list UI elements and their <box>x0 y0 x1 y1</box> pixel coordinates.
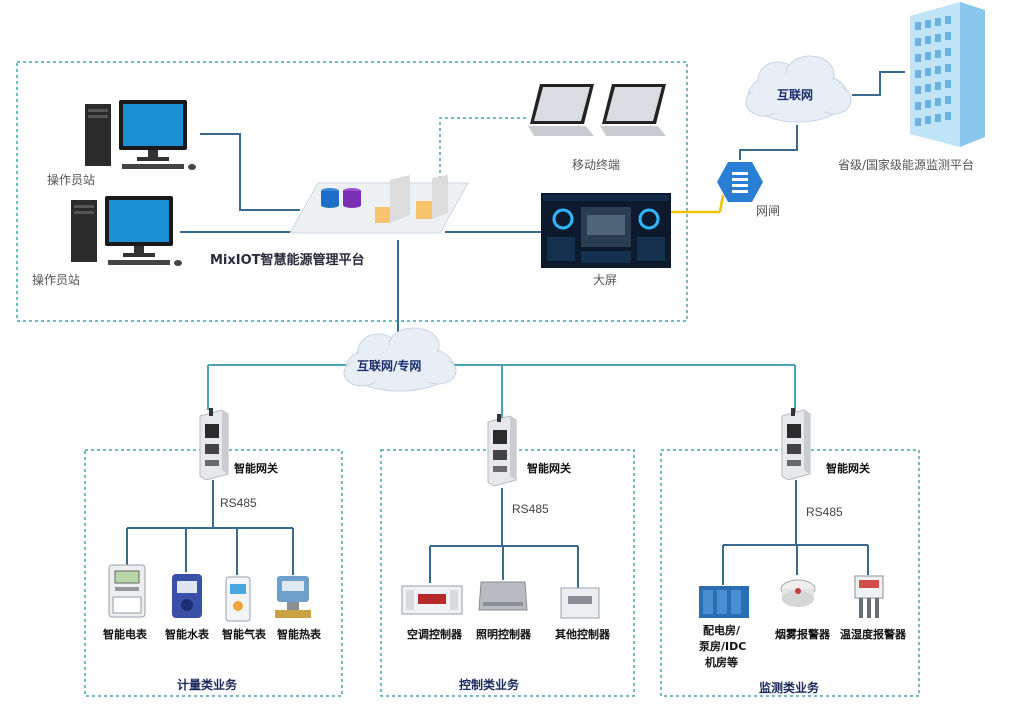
temp-humidity-alarm-icon <box>854 575 884 618</box>
electric-meter-icon <box>108 564 146 618</box>
machine-room-icon <box>699 586 749 618</box>
category-metering: 计量类业务 <box>177 678 238 692</box>
workstation-icon <box>71 196 182 266</box>
laptop-icon <box>528 84 594 136</box>
gateway-label-1: 智能网关 <box>234 462 278 475</box>
device-label-machine-room-3: 机房等 <box>705 656 738 669</box>
water-meter-icon <box>172 574 202 618</box>
laptop-icon <box>600 84 666 136</box>
network-cloud-icon <box>343 327 457 392</box>
smart-gateway-icon <box>487 414 517 486</box>
device-label-other-controller: 其他控制器 <box>555 628 610 641</box>
platform-servers-icon <box>290 175 469 234</box>
ac-controller-icon <box>401 585 463 615</box>
security-gateway-icon <box>717 162 763 202</box>
category-monitoring: 监测类业务 <box>759 681 820 695</box>
internet-cloud-label: 互联网 <box>777 88 814 102</box>
device-label-smoke-alarm: 烟雾报警器 <box>775 628 830 641</box>
device-label-water-meter: 智能水表 <box>165 628 209 641</box>
rs485-label-2: RS485 <box>512 502 549 516</box>
mobile-terminal-label: 移动终端 <box>572 158 621 172</box>
smoke-alarm-icon <box>780 579 816 607</box>
gas-meter-icon <box>225 576 251 622</box>
device-label-ac-controller: 空调控制器 <box>407 628 462 641</box>
device-label-electric-meter: 智能电表 <box>103 628 147 641</box>
device-label-gas-meter: 智能气表 <box>222 628 266 641</box>
workstation-icon <box>85 100 196 170</box>
smart-gateway-icon <box>199 408 229 480</box>
big-screen-label: 大屏 <box>593 273 618 287</box>
big-screen-icon <box>541 193 671 268</box>
gateway-label-2: 智能网关 <box>527 462 571 475</box>
internet-cloud-icon <box>745 55 852 123</box>
platform-title: MixIOT智慧能源管理平台 <box>210 253 365 268</box>
device-label-machine-room-2: 泵房/IDC <box>699 640 747 653</box>
control-frame <box>380 449 635 697</box>
heat-meter-icon <box>275 576 311 618</box>
smart-gateway-icon <box>781 408 811 480</box>
operator-station-label-1: 操作员站 <box>47 173 96 187</box>
rs485-label-1: RS485 <box>220 496 257 510</box>
category-control: 控制类业务 <box>459 678 520 692</box>
national-platform-label: 省级/国家级能源监测平台 <box>838 158 975 172</box>
platform-frame <box>16 61 688 322</box>
gateway-label: 网闸 <box>756 204 781 218</box>
lighting-controller-icon <box>478 581 528 611</box>
device-label-heat-meter: 智能热表 <box>277 628 321 641</box>
building-icon <box>910 2 985 147</box>
other-controller-icon <box>560 587 600 619</box>
operator-station-label-2: 操作员站 <box>32 273 81 287</box>
rs485-label-3: RS485 <box>806 505 843 519</box>
device-label-machine-room-1: 配电房/ <box>703 624 741 637</box>
device-label-temp-humidity-alarm: 温湿度报警器 <box>840 628 906 641</box>
gateway-label-3: 智能网关 <box>826 462 870 475</box>
network-cloud-label: 互联网/专网 <box>357 359 422 373</box>
device-label-lighting-controller: 照明控制器 <box>476 628 531 641</box>
monitor-frame <box>660 449 920 697</box>
